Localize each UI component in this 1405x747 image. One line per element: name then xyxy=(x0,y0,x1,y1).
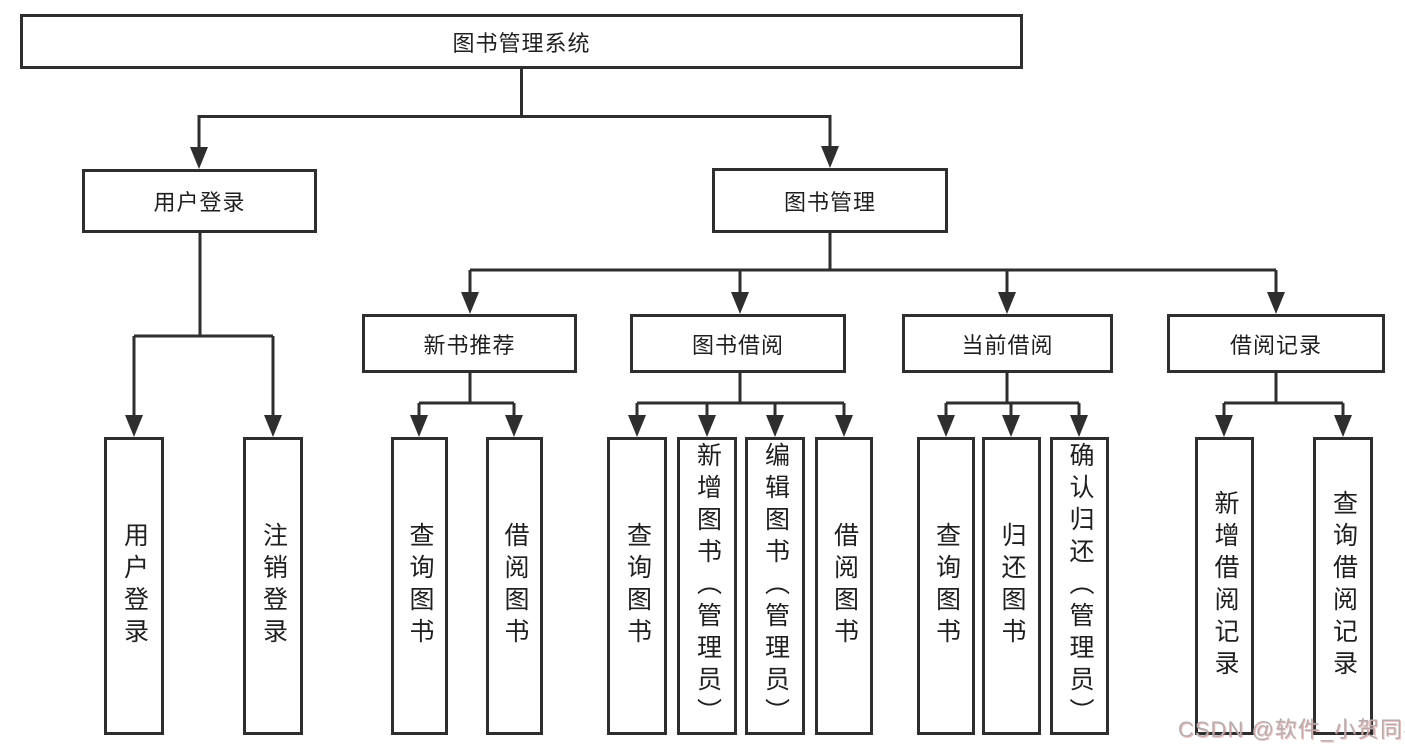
node-book-borrowing: 图书借阅 xyxy=(630,314,846,373)
node-book-management: 图书管理 xyxy=(712,168,948,233)
leaf-records-query-record: 查询借阅记录 xyxy=(1313,437,1373,735)
node-borrowing-records-label: 借阅记录 xyxy=(1229,332,1322,358)
leaf-borrowing-add-books-admin-label: 新增图书（管理员） xyxy=(693,442,722,730)
leaf-borrowing-edit-books-admin: 编辑图书（管理员） xyxy=(745,437,805,735)
node-user-login: 用户登录 xyxy=(82,169,317,233)
node-root-label: 图书管理系统 xyxy=(452,30,591,56)
leaf-records-add-record: 新增借阅记录 xyxy=(1195,437,1254,735)
leaf-recommend-borrow-books: 借阅图书 xyxy=(486,437,543,735)
leaf-recommend-query-books: 查询图书 xyxy=(391,437,448,735)
leaf-recommend-query-books-label: 查询图书 xyxy=(406,522,434,650)
leaf-records-add-record-label: 新增借阅记录 xyxy=(1211,490,1239,682)
node-book-borrowing-label: 图书借阅 xyxy=(691,332,784,358)
leaf-current-query-books: 查询图书 xyxy=(917,437,975,735)
leaf-borrowing-add-books-admin: 新增图书（管理员） xyxy=(677,437,737,735)
node-current-borrowing: 当前借阅 xyxy=(902,314,1113,373)
leaf-current-return-books-label: 归还图书 xyxy=(998,522,1026,650)
leaf-recommend-borrow-books-label: 借阅图书 xyxy=(501,522,529,650)
leaf-current-confirm-return-admin-label: 确认归还（管理员） xyxy=(1066,442,1094,730)
leaf-logout-label: 注销登录 xyxy=(259,522,288,650)
node-new-book-recommendation-label: 新书推荐 xyxy=(423,332,516,358)
leaf-logout: 注销登录 xyxy=(243,437,303,735)
leaf-borrowing-borrow-books-label: 借阅图书 xyxy=(830,522,859,650)
node-current-borrowing-label: 当前借阅 xyxy=(961,332,1054,358)
leaf-borrowing-query-books-label: 查询图书 xyxy=(623,522,652,650)
node-borrowing-records: 借阅记录 xyxy=(1167,314,1385,373)
leaf-current-return-books: 归还图书 xyxy=(982,437,1041,735)
node-user-login-label: 用户登录 xyxy=(153,190,246,215)
leaf-current-query-books-label: 查询图书 xyxy=(932,522,961,650)
arrowheads xyxy=(125,146,1352,437)
leaf-current-confirm-return-admin: 确认归还（管理员） xyxy=(1050,437,1109,735)
csdn-watermark: CSDN @软件_小贺同学 xyxy=(1178,717,1405,742)
node-root-library-management-system: 图书管理系统 xyxy=(20,14,1023,69)
leaf-user-login: 用户登录 xyxy=(104,437,164,735)
leaf-borrowing-query-books: 查询图书 xyxy=(607,437,667,735)
leaf-borrowing-edit-books-admin-label: 编辑图书（管理员） xyxy=(761,442,790,730)
leaf-records-query-record-label: 查询借阅记录 xyxy=(1329,490,1358,682)
leaf-borrowing-borrow-books: 借阅图书 xyxy=(815,437,873,735)
node-new-book-recommendation: 新书推荐 xyxy=(362,314,577,373)
leaf-user-login-label: 用户登录 xyxy=(120,522,149,650)
node-book-management-label: 图书管理 xyxy=(783,189,876,215)
